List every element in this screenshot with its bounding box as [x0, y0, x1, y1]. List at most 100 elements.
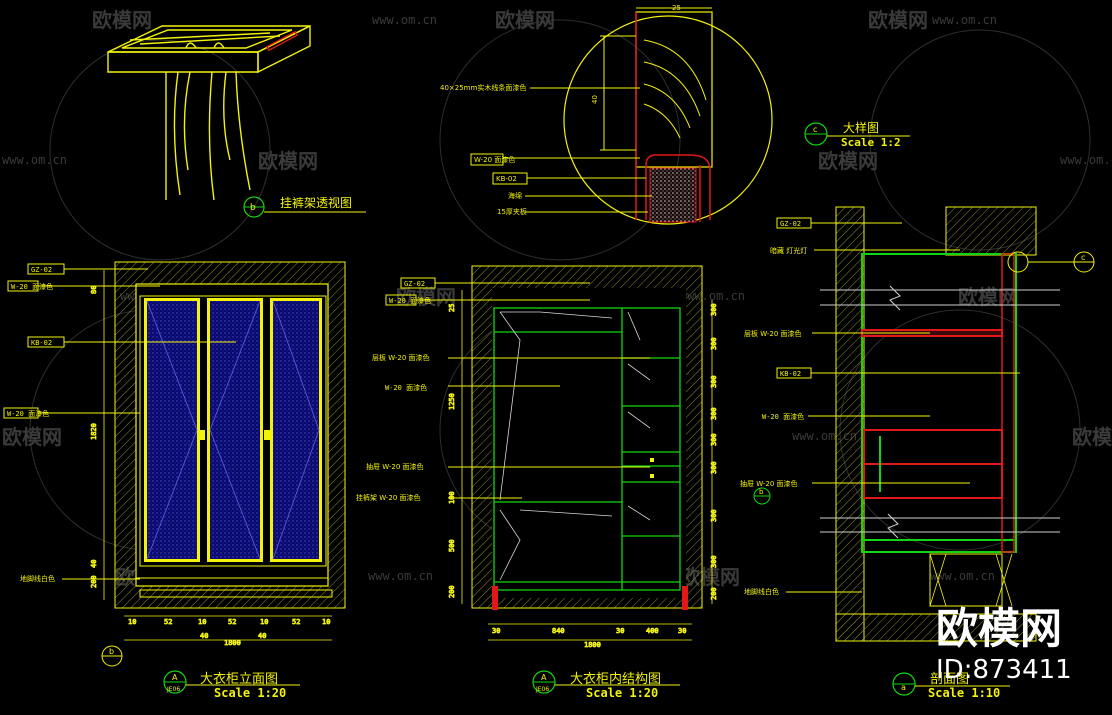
elev-dim-left: 200: [90, 575, 98, 588]
elev-label-gz02: GZ-02: [31, 266, 52, 274]
brand-stamp: 欧模网 ID:873411: [936, 604, 1072, 685]
detail-view-scale: Scale 1:2: [841, 136, 901, 149]
elev-dim-bottom: 52: [228, 618, 236, 626]
wm-brand: 欧模网: [258, 149, 318, 173]
wm-brand: 欧模网: [868, 8, 928, 32]
int-label-w20: W-20 面漆色: [385, 383, 427, 392]
elev-dim-bottom: 52: [292, 618, 300, 626]
detail-note-5: 15厚夹板: [497, 207, 527, 216]
int-dim-bottom: 840: [552, 627, 565, 635]
elev-dim-bottom: 10: [322, 618, 330, 626]
sec-label-drawer: 抽屉 W-20 面漆色: [740, 479, 798, 488]
hanger-view-title: 挂裤架透视图: [280, 195, 352, 210]
wardrobe-section: c b GZ-02 暗藏 灯光灯 层板 W-20 面漆色 KB-02 W-20 …: [740, 206, 1095, 700]
detail-note-2: W-20 面漆色: [474, 155, 515, 164]
svg-text:b: b: [109, 647, 114, 656]
elev-label-kb02: KB-02: [31, 339, 52, 347]
svg-text:A: A: [541, 673, 547, 682]
door-panels: [144, 298, 322, 562]
svg-text:b: b: [250, 203, 256, 213]
sec-label-w20: W-20 面漆色: [762, 412, 804, 421]
wm-url: www.om.cn: [930, 569, 995, 583]
svg-text:c: c: [813, 125, 817, 134]
svg-text:JE06: JE06: [166, 686, 180, 693]
elev-section-marker: b: [101, 645, 123, 667]
int-label-shelf: 层板 W-20 面漆色: [372, 353, 430, 362]
int-dim-left: 200: [448, 585, 456, 598]
elev-dim-total: 1800: [224, 639, 241, 647]
elev-dim-bottom: 10: [198, 618, 206, 626]
int-dim-right: 200: [710, 587, 718, 600]
sec-label-light: 暗藏 灯光灯: [770, 246, 807, 255]
wardrobe-interior: GZ-02 W-20 面漆色 层板 W-20 面漆色 W-20 面漆色 抽屉 W…: [356, 265, 718, 700]
int-dim-left: 100: [448, 491, 456, 504]
detail-dim-side: 40: [591, 95, 599, 104]
section-scale: Scale 1:10: [928, 686, 1000, 700]
sec-label-kb02: KB-02: [780, 370, 801, 378]
wm-url: www.om.cn: [2, 153, 67, 167]
int-dim-bottom: 400: [646, 627, 659, 635]
elev-label-w20: W-20 面漆色: [7, 409, 49, 418]
hanger-title-marker: b 挂裤架透视图: [243, 195, 366, 218]
int-dim-bottom: 30: [678, 627, 686, 635]
interior-scale: Scale 1:20: [586, 686, 658, 700]
wardrobe-elevation: GZ-02 W-20 面漆色 KB-02 W-20 面漆色 地脚线白色 80 1…: [3, 261, 346, 700]
int-dim-right: 300: [710, 303, 718, 316]
elevation-title: 大衣柜立面图: [200, 671, 278, 687]
svg-text:JE06: JE06: [535, 686, 549, 693]
int-dim-right: 300: [710, 407, 718, 420]
detail-dim-top: 25: [672, 4, 681, 12]
int-dim-right: 300: [710, 555, 718, 568]
int-dim-right: 300: [710, 509, 718, 522]
section-cut-marker: b: [753, 487, 771, 505]
int-label-gz02: GZ-02: [404, 280, 425, 288]
elev-dim-sub: 40: [200, 632, 208, 640]
svg-text:A: A: [172, 673, 178, 682]
svg-text:a: a: [901, 683, 906, 692]
wm-brand: 欧模网: [1072, 425, 1112, 449]
wm-url: www.om.cn: [368, 569, 433, 583]
int-dim-right: 300: [710, 337, 718, 350]
wm-brand: 欧模网: [92, 8, 152, 32]
detail-view-title: 大样图: [843, 120, 879, 135]
sec-label-skirting: 地脚线白色: [744, 587, 779, 596]
elev-dim-bottom: 10: [128, 618, 136, 626]
int-dim-left: 25: [448, 304, 456, 312]
interior-title: 大衣柜内结构图: [570, 671, 661, 687]
elev-title-marker: A JE06 大衣柜立面图 Scale 1:20: [163, 670, 300, 700]
int-dim-bottom: 30: [616, 627, 624, 635]
int-title-marker: A JE06 大衣柜内结构图 Scale 1:20: [532, 670, 680, 700]
section-detail-callout: c: [1007, 251, 1095, 273]
elev-dim-bottom: 10: [260, 618, 268, 626]
detail-view: 40 25 40×25mm实木线条面漆色 W-20 面漆色 KB-02 海绵 1…: [440, 4, 910, 225]
stamp-id: ID:873411: [936, 655, 1072, 685]
wm-brand: 欧模网: [495, 8, 555, 32]
int-dim-right: 300: [710, 375, 718, 388]
detail-title-marker: c 大样图 Scale 1:2: [804, 120, 910, 149]
section-title-marker: a 剖面图 Scale 1:10: [892, 672, 1010, 700]
wm-brand: 欧模网: [818, 149, 878, 173]
int-dim-left: 1250: [448, 393, 456, 410]
elev-dim-left: 80: [90, 286, 98, 294]
svg-text:c: c: [1081, 253, 1085, 262]
int-label-drawer: 抽屉 W-20 面漆色: [366, 462, 424, 471]
svg-text:b: b: [759, 488, 764, 496]
section-title: 剖面图: [930, 672, 969, 687]
elev-dim-left: 1820: [90, 423, 98, 440]
elev-label-w20-top: W-20 面漆色: [11, 282, 53, 291]
int-dim-right: 300: [710, 433, 718, 446]
stamp-brand: 欧模网: [936, 604, 1062, 653]
elev-dim-left: 40: [90, 560, 98, 568]
sec-label-gz02: GZ-02: [780, 220, 801, 228]
elev-label-skirting: 地脚线白色: [20, 574, 55, 583]
elev-dim-bottom: 52: [164, 618, 172, 626]
int-dim-left: 500: [448, 539, 456, 552]
sec-label-shelf: 层板 W-20 面漆色: [744, 329, 802, 338]
elevation-scale: Scale 1:20: [214, 686, 286, 700]
int-label-pants-rack: 挂裤架 W-20 面漆色: [356, 493, 421, 502]
detail-note-4: 海绵: [508, 191, 522, 200]
wm-brand: 欧模网: [2, 425, 62, 449]
int-label-w20-top: W-20 面漆色: [389, 296, 431, 305]
elev-dim-sub: 40: [258, 632, 266, 640]
